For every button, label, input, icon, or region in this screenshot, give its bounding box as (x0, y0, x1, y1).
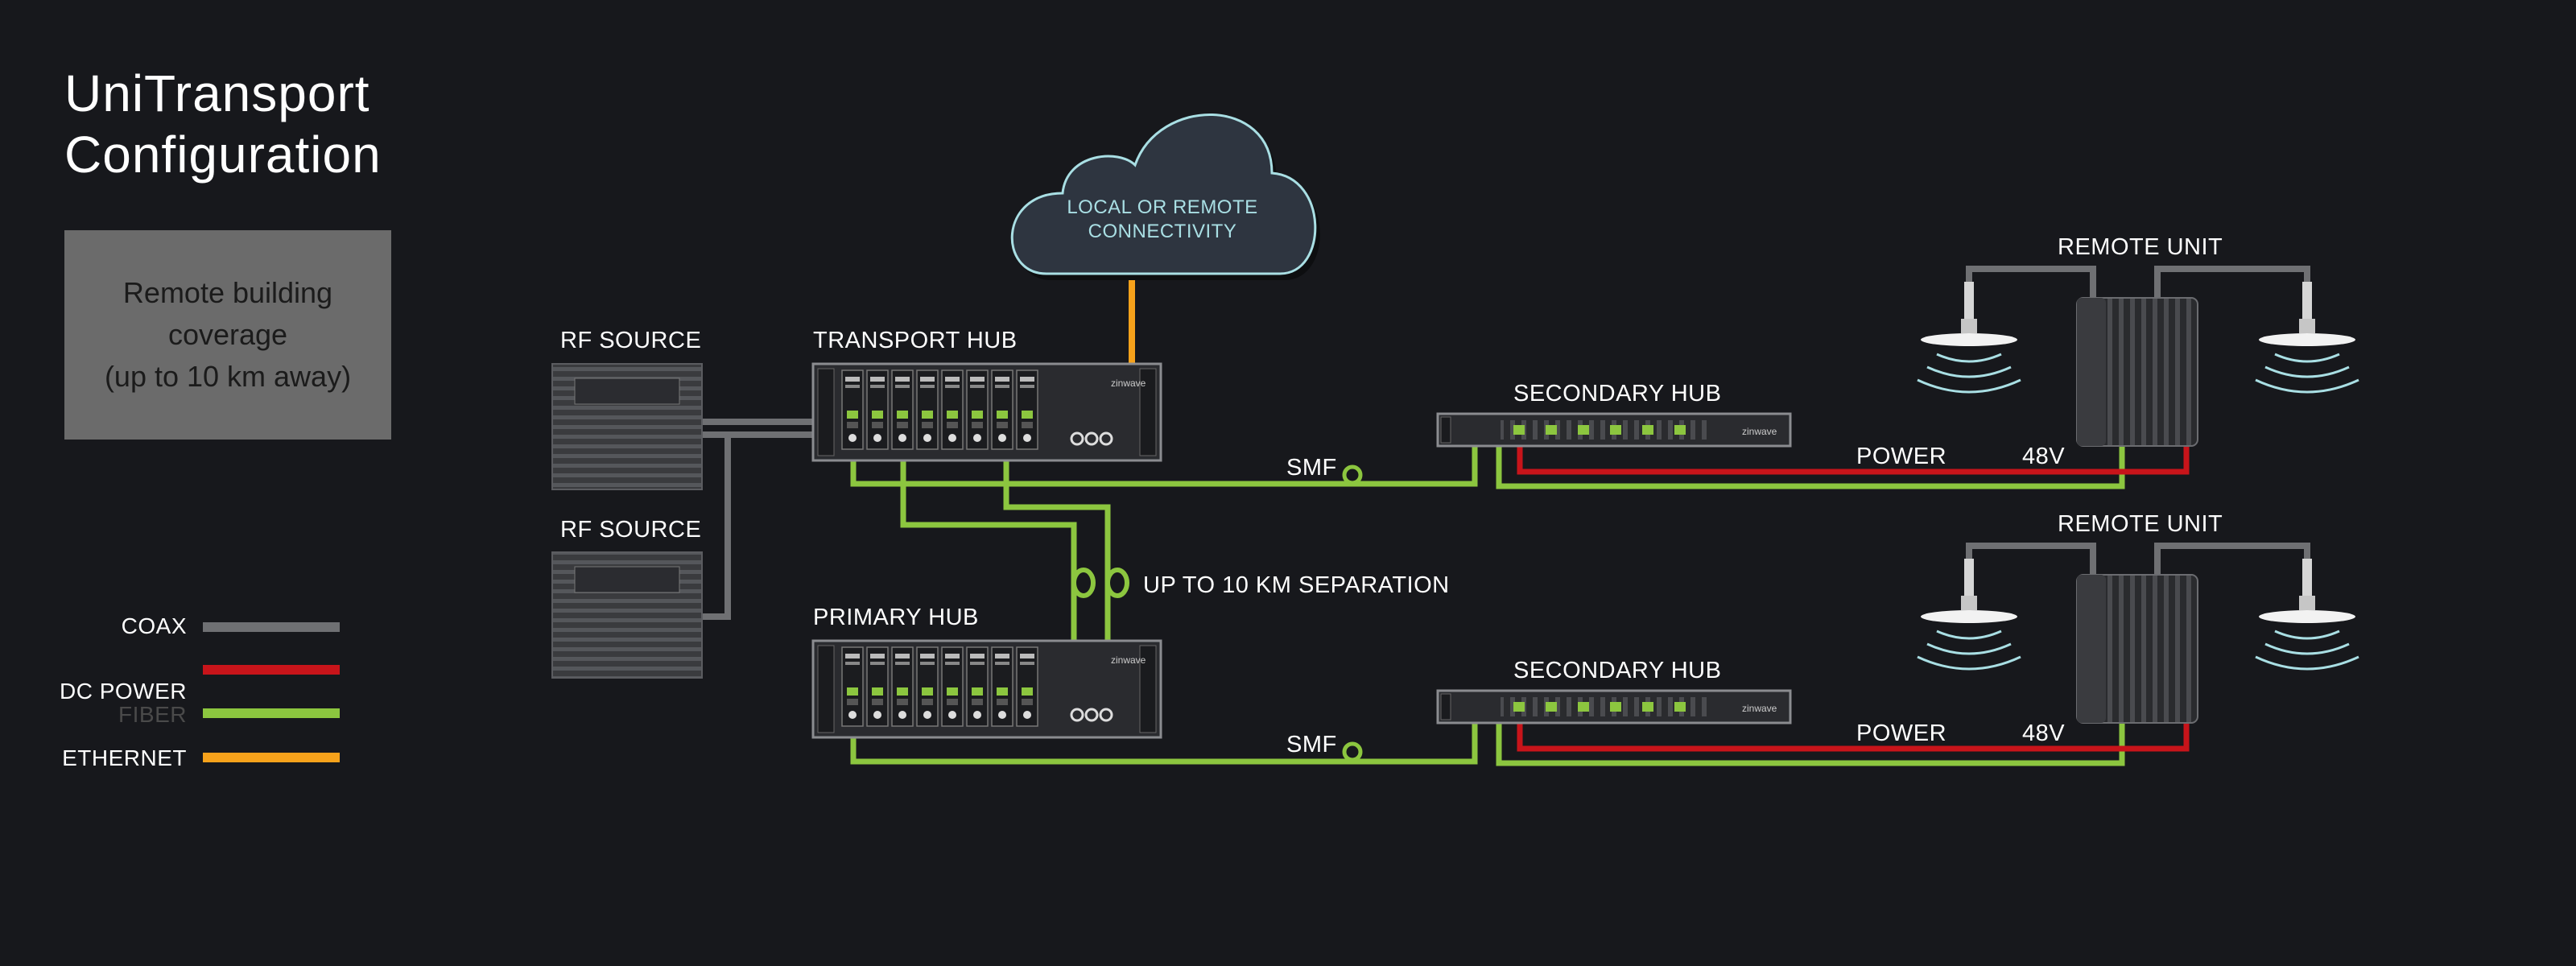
voltage-1-label: 48V (2022, 444, 2065, 469)
separation-label: UP TO 10 KM SEPARATION (1143, 572, 1450, 598)
voltage-2-label: 48V (2022, 720, 2065, 746)
secondary-hub-2-brand: zinwave (1742, 703, 1777, 714)
coverage-note: Remote building coverage (up to 10 km aw… (64, 230, 391, 440)
secondary-hub-2: zinwave (1436, 689, 1792, 724)
primary-hub-brand: zinwave (1111, 654, 1146, 666)
coax-links (700, 419, 815, 620)
cloud-icon (1010, 113, 1320, 280)
primary-hub-label: PRIMARY HUB (813, 605, 979, 630)
legend-swatch-ethernet (203, 753, 340, 762)
legend-label-ethernet: ETHERNET (62, 745, 187, 770)
remote-unit-2-label: REMOTE UNIT (2058, 511, 2223, 537)
cloud-label-line2: CONNECTIVITY (1088, 221, 1237, 242)
secondary-hub-1-brand: zinwave (1742, 426, 1777, 437)
legend-label-dc-power: DC POWER (60, 679, 187, 704)
legend-swatch-coax (203, 622, 340, 632)
transport-hub-label: TRANSPORT HUB (813, 328, 1018, 353)
page-title: UniTransport Configuration (64, 64, 382, 184)
legend-label-coax: COAX (121, 613, 187, 638)
smf-1-label: SMF (1286, 455, 1337, 481)
secondary-hub-1-label: SECONDARY HUB (1513, 381, 1721, 407)
smf-loop-2 (1342, 741, 1363, 762)
smf-loop-1 (1342, 464, 1363, 485)
secondary-hub-1: zinwave (1436, 412, 1792, 448)
remote-unit-2 (1916, 543, 2360, 724)
transport-hub: zinwave (811, 362, 1162, 462)
dc-power-links (1517, 435, 2190, 752)
legend-swatch-dc-power (203, 665, 340, 675)
secondary-hub-2-label: SECONDARY HUB (1513, 658, 1721, 683)
transport-hub-brand: zinwave (1111, 378, 1146, 389)
cloud-label-line1: LOCAL OR REMOTE (1067, 196, 1257, 218)
rf-source-2 (551, 551, 703, 679)
remote-unit-1-label: REMOTE UNIT (2058, 234, 2223, 260)
power-2-label: POWER (1856, 720, 1946, 746)
rf-source-1 (551, 363, 703, 490)
rf-source-2-label: RF SOURCE (560, 517, 701, 543)
primary-hub: zinwave (811, 639, 1162, 739)
smf-2-label: SMF (1286, 732, 1337, 758)
remote-unit-1 (1916, 266, 2360, 447)
legend-swatch-fiber (203, 708, 340, 718)
fiber-coil-icon (1071, 568, 1129, 598)
power-1-label: POWER (1856, 444, 1946, 469)
rf-source-1-label: RF SOURCE (560, 328, 701, 353)
legend-label-fiber: FIBER (118, 702, 187, 727)
